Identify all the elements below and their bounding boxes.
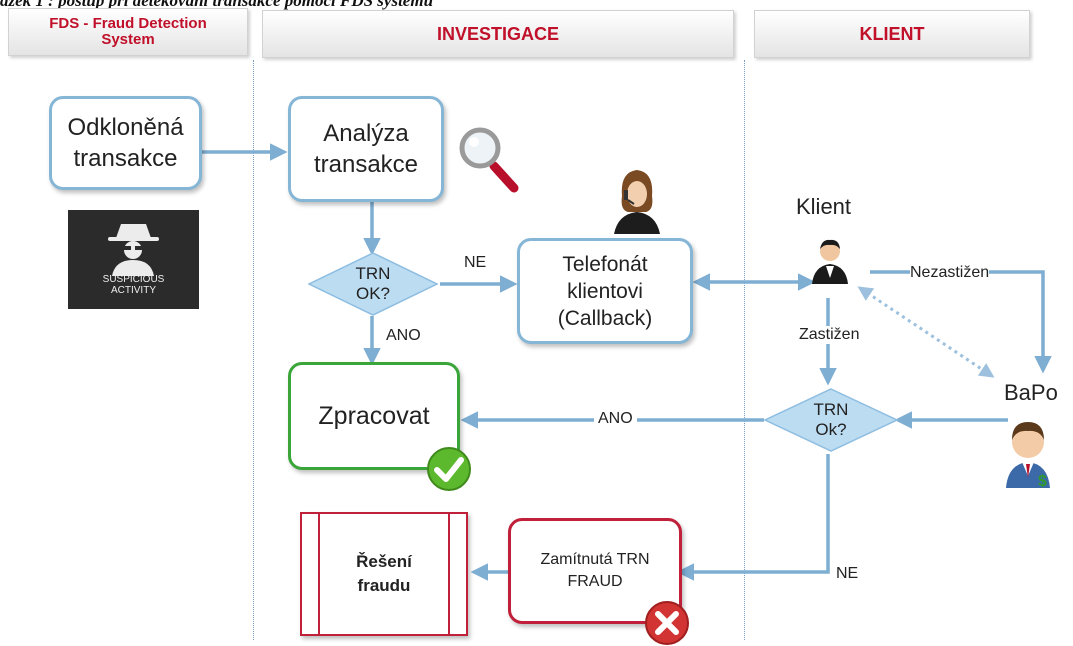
lane-header-investigace-text: INVESTIGACE: [436, 23, 560, 44]
figure-caption: ázek 1 : postup při detekování transakce…: [0, 0, 434, 10]
node-zpracovat-label: Zpracovat: [318, 401, 430, 430]
node-klient-label: Klient: [796, 194, 852, 219]
edge-trn2-zamitnuta: [676, 454, 830, 581]
svg-text:$: $: [1038, 473, 1047, 488]
node-telefonat: Telefonát klientovi (Callback): [517, 238, 693, 344]
edge-label-zastizen: Zastižen: [799, 326, 860, 344]
node-odklonena-label: Odkloněná transakce: [67, 114, 184, 172]
banker-icon: $: [1006, 422, 1050, 488]
edge-label-nezastizen: Nezastižen: [910, 264, 990, 282]
edge-label-ne-1: NE: [464, 254, 487, 272]
node-bapo-label: BaPo: [1004, 380, 1058, 405]
reseni-inner-bar-right: [448, 514, 450, 634]
lane-header-investigace: INVESTIGACE: [262, 10, 734, 58]
lane-header-fds-text: FDS - Fraud Detection System: [49, 15, 207, 48]
node-odklonena-transakce: Odkloněná transakce: [49, 96, 202, 190]
edge-label-ne-2: NE: [832, 563, 863, 585]
edge-klient-bapo: [870, 270, 1052, 374]
cross-icon: [645, 601, 689, 645]
node-reseni-label: Řešení fraudu: [356, 552, 412, 595]
spy-suspicious-icon: [108, 224, 159, 276]
check-icon: [427, 447, 471, 491]
lane-header-klient-text: KLIENT: [859, 23, 925, 44]
node-reseni-fraudu: Řešení fraudu: [300, 512, 468, 636]
decision-trn-ok-2-shape: [764, 388, 898, 452]
magnifier-icon: [459, 127, 519, 193]
edge-label-ano-1: ANO: [386, 327, 421, 345]
lane-separator-1: [253, 60, 254, 640]
lane-header-fds: FDS - Fraud Detection System: [8, 8, 248, 56]
node-zpracovat: Zpracovat: [288, 362, 460, 470]
decision-trn-ok-1-label: TRN OK?: [355, 264, 391, 303]
reseni-inner-bar-left: [318, 514, 320, 634]
decision-trn-ok-1-shape: [308, 252, 438, 316]
decision-trn-ok-1: TRN OK?: [308, 252, 438, 316]
node-zamitnuta-label: Zamítnutá TRN FRAUD: [540, 551, 650, 590]
decision-trn-ok-2: TRN Ok?: [764, 388, 898, 452]
node-telefonat-label: Telefonát klientovi (Callback): [557, 252, 653, 330]
decision-trn-ok-2-label: TRN Ok?: [813, 400, 849, 439]
node-analyza-transakce: Analýza transakce: [288, 96, 444, 202]
operator-icon: [614, 170, 660, 234]
client-person-icon: [812, 239, 848, 284]
edge-label-ano-2: ANO: [594, 410, 637, 428]
suspicious-activity-label: SUSPICIOUS ACTIVITY: [102, 274, 165, 296]
edge-bapo-klient-dotted: [857, 286, 995, 378]
node-analyza-label: Analýza transakce: [313, 120, 419, 178]
suspicious-activity-badge: SUSPICIOUS ACTIVITY: [68, 210, 199, 309]
lane-separator-2: [744, 60, 745, 640]
lane-header-klient: KLIENT: [754, 10, 1030, 58]
